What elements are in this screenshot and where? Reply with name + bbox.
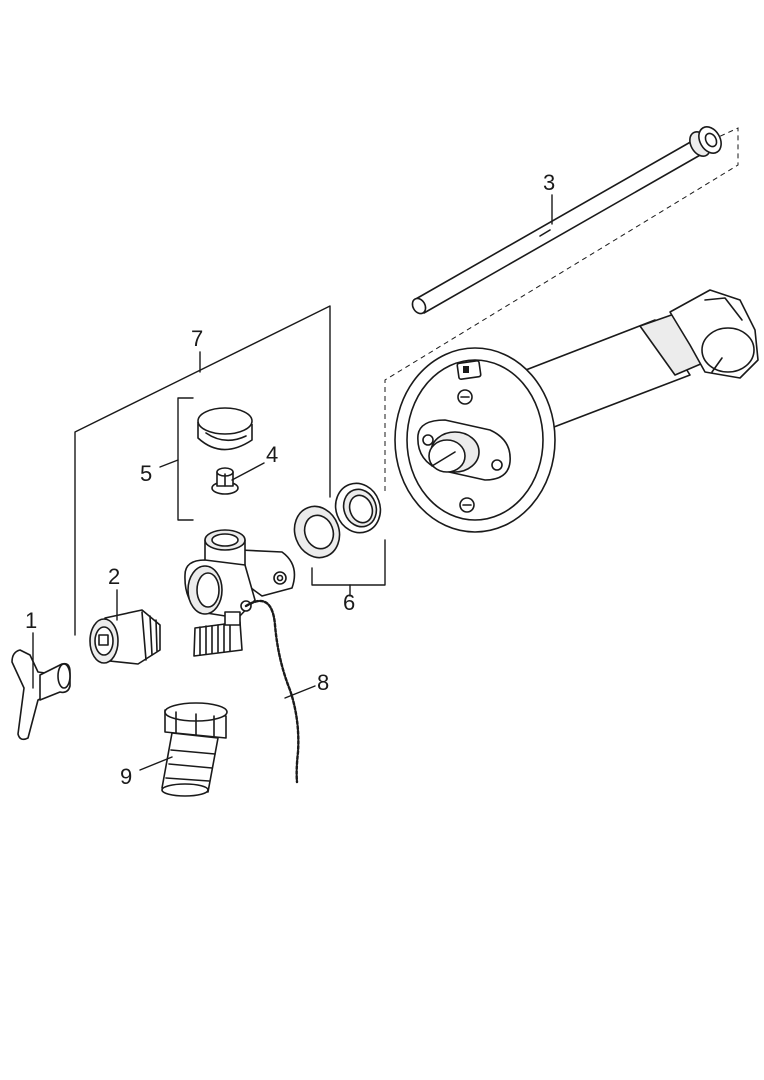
part-9-hose-connector: [161, 702, 228, 797]
label-part-7: 7: [191, 326, 203, 351]
part-3-rod: [411, 126, 722, 315]
part-8-chain: [240, 599, 300, 784]
part-labels: 1 2 3 4 5 6 7 8 9: [25, 170, 555, 789]
part-6-gaskets: [293, 482, 382, 559]
part-5-cap: [197, 407, 253, 451]
part-1-key: [11, 649, 71, 741]
label-part-4: 4: [266, 442, 278, 467]
label-part-1: 1: [25, 608, 37, 633]
valve-body: [184, 529, 296, 657]
label-part-5: 5: [140, 461, 152, 486]
assembly-guide-lines: [384, 127, 739, 495]
label-part-3: 3: [543, 170, 555, 195]
label-part-9: 9: [120, 764, 132, 789]
label-part-6: 6: [343, 590, 355, 615]
part-4-insert: [211, 467, 239, 495]
callout-lines: [32, 194, 553, 771]
part-2-stem: [89, 609, 161, 665]
wall-flange-assembly: [394, 289, 759, 533]
label-part-8: 8: [317, 670, 329, 695]
label-part-2: 2: [108, 564, 120, 589]
